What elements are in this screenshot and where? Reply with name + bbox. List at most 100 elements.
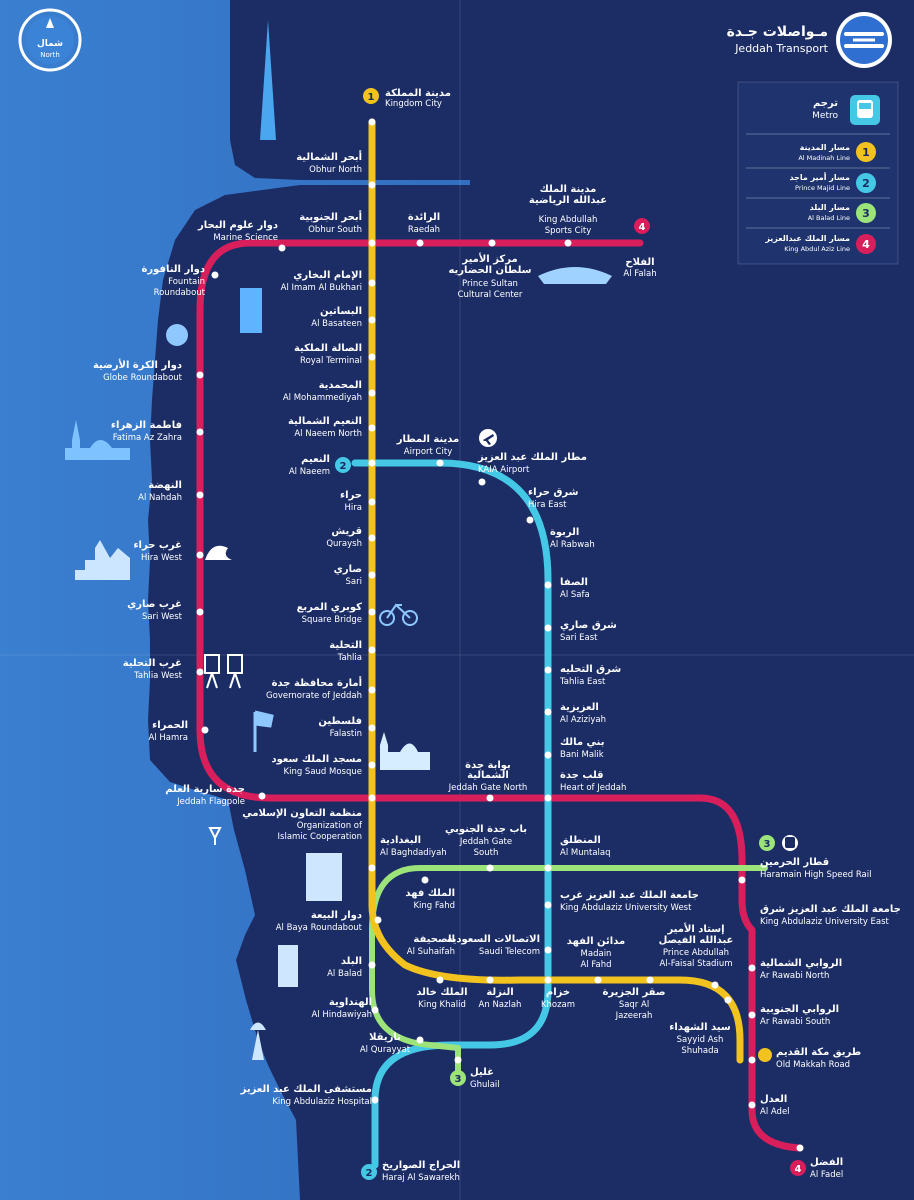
- svg-text:Hira East: Hira East: [528, 500, 567, 510]
- svg-text:Al Mohammediyah: Al Mohammediyah: [283, 393, 362, 403]
- svg-text:Airport City: Airport City: [404, 447, 452, 457]
- svg-text:Roundabout: Roundabout: [154, 288, 206, 298]
- svg-text:3: 3: [764, 839, 771, 850]
- svg-text:ترجم: ترجم: [813, 98, 838, 109]
- svg-text:Al Fahd: Al Fahd: [581, 960, 612, 970]
- svg-text:الهنداوية: الهنداوية: [329, 997, 372, 1008]
- svg-text:3: 3: [455, 1074, 462, 1085]
- legend-line-3: مسار البلد Al Balad Line 3: [808, 203, 876, 223]
- station-heart: قلب جدة Heart of Jeddah: [560, 770, 626, 793]
- north-arrow-icon: [46, 18, 54, 28]
- svg-text:Old Makkah Road: Old Makkah Road: [776, 1060, 850, 1070]
- station-madain-fahd: مدائن الفهد Madain Al Fahd: [567, 936, 625, 970]
- svg-text:Bani Malik: Bani Malik: [560, 750, 604, 760]
- station-rawabi-south: الروابي الجنوبية Ar Rawabi South: [760, 1004, 839, 1027]
- svg-text:4: 4: [862, 238, 870, 251]
- station-obhur-north: أبحر الشمالية Obhur North: [296, 150, 362, 175]
- svg-text:قطار الحرمين: قطار الحرمين: [760, 857, 829, 868]
- svg-text:دوار البيعة: دوار البيعة: [311, 910, 362, 921]
- svg-text:An Nazlah: An Nazlah: [479, 1000, 522, 1010]
- svg-text:Saudi Telecom: Saudi Telecom: [479, 947, 540, 957]
- svg-text:King Abdulaziz University West: King Abdulaziz University West: [560, 903, 692, 913]
- svg-text:الإمام البخاري: الإمام البخاري: [293, 270, 362, 281]
- legend-line-4: مسار الملك عبدالعزيز King Abdul Aziz Lin…: [764, 234, 876, 254]
- svg-text:Jeddah Gate: Jeddah Gate: [459, 837, 512, 847]
- svg-text:Tahlia East: Tahlia East: [559, 677, 606, 687]
- svg-text:البلد: البلد: [341, 956, 362, 967]
- svg-text:الملك خالد: الملك خالد: [416, 987, 467, 998]
- metro-train-icon: [850, 95, 880, 125]
- svg-text:Khozam: Khozam: [541, 1000, 575, 1010]
- svg-text:Al Hindawiyah: Al Hindawiyah: [311, 1010, 372, 1020]
- svg-text:طريق مكة القديم: طريق مكة القديم: [776, 1047, 861, 1058]
- station-faisal-stadium: إستاد الأمير عبدالله الفيصل Prince Abdul…: [659, 922, 734, 969]
- station-al-falah: الفلاح Al Falah: [623, 257, 656, 279]
- wave-icon: [205, 545, 232, 560]
- svg-text:العزيزية: العزيزية: [560, 702, 599, 713]
- mosque-icon: [65, 420, 130, 460]
- svg-text:فلسطين: فلسطين: [318, 716, 362, 727]
- svg-text:4: 4: [639, 222, 646, 233]
- svg-text:Hira: Hira: [345, 503, 362, 513]
- svg-text:مدينة الملك: مدينة الملك: [540, 184, 597, 195]
- station-hamra: الحمراء Al Hamra: [149, 720, 188, 743]
- svg-text:Al-Faisal Stadium: Al-Faisal Stadium: [660, 959, 733, 969]
- station-sari-west: غرب صاري Sari West: [127, 599, 183, 622]
- svg-text:مركز الأمير: مركز الأمير: [461, 252, 517, 265]
- station-saudi-telecom: الاتصالات السعودية Saudi Telecom: [447, 934, 540, 957]
- station-nazlah: النزلة An Nazlah: [479, 987, 522, 1010]
- mosque-2-icon: [380, 732, 430, 770]
- svg-text:مدينة المملكة: مدينة المملكة: [385, 88, 451, 99]
- station-kau-west: جامعة الملك عبد العزيز غرب King Abdulazi…: [560, 890, 699, 913]
- svg-text:Sports City: Sports City: [545, 226, 592, 236]
- stadium-icon: [538, 267, 612, 284]
- svg-text:شمال: شمال: [37, 39, 63, 49]
- svg-text:Al Basateen: Al Basateen: [311, 319, 362, 329]
- svg-text:مسار المدينة: مسار المدينة: [800, 143, 850, 152]
- svg-text:باب جدة الجنوبي: باب جدة الجنوبي: [445, 824, 527, 835]
- svg-text:غليل: غليل: [470, 1067, 494, 1078]
- station-khozam: خزام Khozam: [541, 987, 575, 1010]
- station-dots: [196, 118, 804, 1152]
- svg-text:Haraj Al Sawarekh: Haraj Al Sawarekh: [382, 1173, 460, 1183]
- station-muntalaq: المنطلق Al Muntalaq: [560, 835, 611, 858]
- svg-text:أبحر الجنوبية: أبحر الجنوبية: [299, 210, 362, 223]
- svg-text:المنطلق: المنطلق: [560, 835, 601, 846]
- svg-text:جامعة الملك عبد العزيز غرب: جامعة الملك عبد العزيز غرب: [560, 890, 699, 901]
- svg-text:الاتصالات السعودية: الاتصالات السعودية: [447, 934, 540, 945]
- svg-text:شرق التحليه: شرق التحليه: [560, 664, 621, 675]
- svg-text:سلطان الحضاريه: سلطان الحضاريه: [448, 265, 531, 276]
- station-marine-science: دوار علوم البحار Marine Science: [197, 220, 278, 243]
- station-hira-east: شرق حراء Hira East: [528, 487, 579, 510]
- svg-text:قريش: قريش: [331, 526, 362, 537]
- station-oic: منظمة التعاون الإسلامي Organization of I…: [242, 808, 363, 842]
- svg-text:Al Naeem: Al Naeem: [289, 467, 330, 477]
- station-sari: صاري Sari: [334, 564, 362, 587]
- svg-text:Globe Roundabout: Globe Roundabout: [103, 373, 183, 383]
- svg-text:صقر الجزيرة: صقر الجزيرة: [602, 987, 665, 998]
- line-3-path: [369, 865, 768, 1075]
- station-raedah: الرائدة Raedah: [408, 212, 440, 235]
- svg-text:Raedah: Raedah: [408, 225, 440, 235]
- svg-text:دوار علوم البحار: دوار علوم البحار: [197, 220, 278, 231]
- line-3-badge: 3: [759, 835, 775, 851]
- svg-text:Al Safa: Al Safa: [560, 590, 590, 600]
- svg-text:Al Fadel: Al Fadel: [810, 1170, 843, 1180]
- station-fadel: الفضل Al Fadel: [810, 1157, 843, 1180]
- svg-text:مسار أمير ماجد: مسار أمير ماجد: [789, 172, 850, 182]
- svg-text:Ar Rawabi North: Ar Rawabi North: [760, 971, 829, 981]
- svg-text:شرق حراء: شرق حراء: [528, 487, 579, 498]
- svg-text:1: 1: [862, 146, 870, 159]
- station-gate-south: باب جدة الجنوبي Jeddah Gate South: [445, 824, 527, 858]
- svg-text:الصالة الملكية: الصالة الملكية: [294, 343, 362, 354]
- line-4-badge: 4: [634, 218, 650, 234]
- station-obhur-south: أبحر الجنوبية Obhur South: [299, 210, 362, 235]
- svg-text:مطار الملك عبد العزيز: مطار الملك عبد العزيز: [477, 452, 587, 463]
- train-icon: [782, 835, 798, 851]
- kingdom-tower-icon: [260, 20, 276, 140]
- svg-text:Al Balad Line: Al Balad Line: [808, 214, 850, 222]
- svg-text:بوابة جدة: بوابة جدة: [465, 760, 511, 771]
- svg-text:بني مالك: بني مالك: [560, 737, 604, 748]
